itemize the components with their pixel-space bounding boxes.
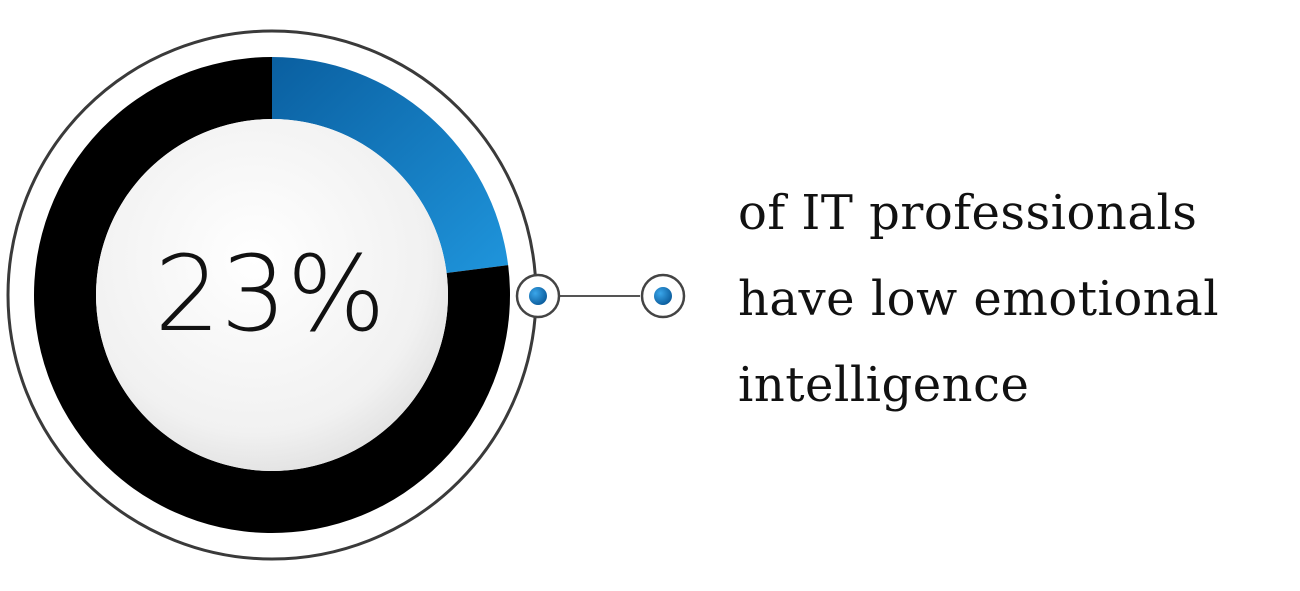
donut-center-disc: [96, 119, 448, 471]
percentage-label: 23%: [154, 233, 385, 355]
donut-chart: [34, 57, 510, 533]
donut-slice-highlight: [272, 57, 509, 273]
caption-line-1: of IT professionals: [738, 185, 1198, 241]
caption-line-2: have low emotional: [738, 271, 1220, 327]
caption: of IT professionals have low emotional i…: [738, 170, 1294, 428]
connector-dot-right: [640, 273, 686, 319]
connector-dot-left: [515, 273, 561, 319]
caption-line-3: intelligence: [738, 357, 1030, 413]
